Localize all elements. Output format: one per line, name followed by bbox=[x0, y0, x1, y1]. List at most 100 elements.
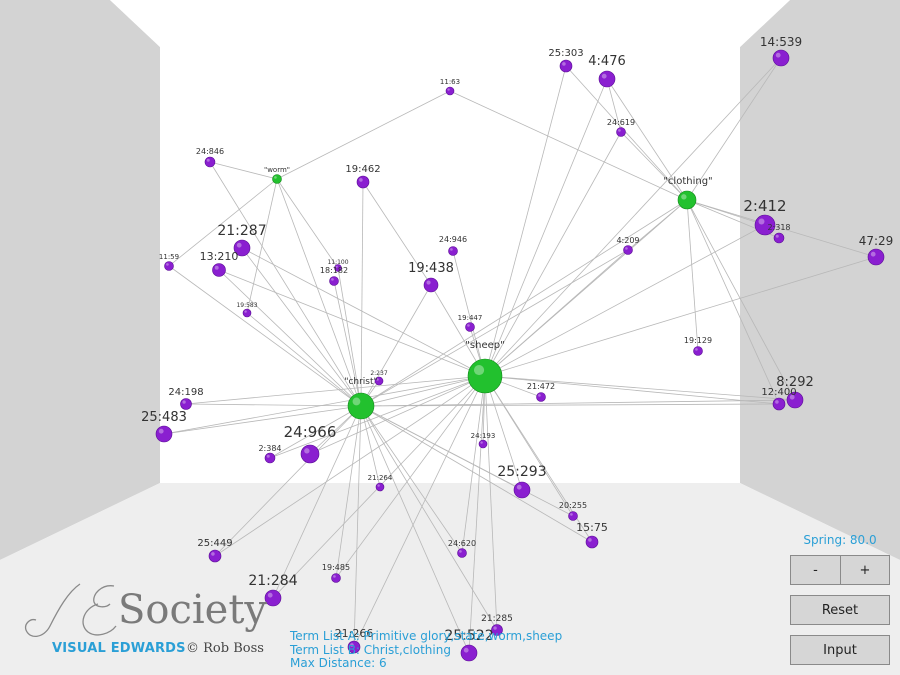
term-node-sphere[interactable] bbox=[164, 261, 174, 271]
term-node-sphere[interactable] bbox=[460, 644, 478, 662]
node-label: 20:255 bbox=[559, 501, 587, 510]
term-node-sphere[interactable] bbox=[331, 573, 341, 583]
term-node-sphere[interactable] bbox=[155, 425, 173, 443]
term-node-sphere[interactable] bbox=[204, 156, 216, 168]
term-node-sphere[interactable] bbox=[233, 239, 251, 257]
term-node[interactable]: 11:100 bbox=[327, 259, 349, 272]
term-node[interactable]: 2:318 bbox=[767, 223, 791, 244]
term-node[interactable]: 25:449 bbox=[197, 538, 233, 563]
concept-node[interactable]: "sheep" bbox=[465, 340, 505, 394]
term-node[interactable]: 21:285 bbox=[481, 614, 513, 636]
term-node[interactable]: 21:266 bbox=[335, 627, 374, 654]
term-node[interactable]: 4:476 bbox=[588, 54, 626, 88]
term-node[interactable]: 20:255 bbox=[559, 501, 587, 521]
term-node-sphere[interactable] bbox=[457, 548, 467, 558]
concept-node-sphere[interactable] bbox=[272, 174, 282, 184]
term-node-sphere[interactable] bbox=[212, 263, 226, 277]
term-node-sphere[interactable] bbox=[754, 214, 776, 236]
concept-node[interactable]: "christ" bbox=[344, 377, 378, 420]
term-node[interactable]: 25:303 bbox=[548, 48, 584, 73]
term-node[interactable]: 24:198 bbox=[168, 387, 204, 410]
term-node-sphere[interactable] bbox=[559, 59, 573, 73]
term-node[interactable]: 14:539 bbox=[760, 35, 802, 67]
term-node[interactable]: 19:129 bbox=[684, 336, 712, 356]
term-node-sphere[interactable] bbox=[568, 511, 578, 521]
term-node-sphere[interactable] bbox=[585, 535, 599, 549]
reset-button[interactable]: Reset bbox=[790, 595, 890, 625]
term-node[interactable]: 13:210 bbox=[200, 250, 239, 277]
term-node[interactable]: 2:237 bbox=[370, 370, 388, 386]
term-node[interactable]: 24:946 bbox=[439, 235, 467, 256]
concept-node-sphere[interactable] bbox=[467, 358, 503, 394]
term-node-sphere[interactable] bbox=[465, 322, 475, 332]
term-node-sphere[interactable] bbox=[300, 444, 320, 464]
term-node[interactable]: 19:583 bbox=[236, 302, 258, 318]
term-node-sphere[interactable] bbox=[334, 264, 342, 272]
term-node-sphere[interactable] bbox=[208, 549, 222, 563]
term-node[interactable]: 47:29 bbox=[859, 234, 894, 266]
term-node[interactable]: 21:472 bbox=[527, 382, 555, 402]
term-node-sphere[interactable] bbox=[772, 397, 786, 411]
term-node-sphere[interactable] bbox=[242, 308, 252, 318]
term-node[interactable]: 25:483 bbox=[141, 410, 187, 443]
term-node[interactable]: 24:193 bbox=[471, 432, 496, 449]
term-node-sphere[interactable] bbox=[356, 175, 370, 189]
term-node[interactable]: 8:292 bbox=[776, 375, 814, 409]
term-node-sphere[interactable] bbox=[616, 127, 626, 137]
term-node-sphere[interactable] bbox=[513, 481, 531, 499]
term-node[interactable]: 24:846 bbox=[196, 147, 224, 168]
term-node-sphere[interactable] bbox=[786, 391, 804, 409]
term-node[interactable]: 19:438 bbox=[408, 261, 454, 293]
term-node-sphere[interactable] bbox=[329, 276, 339, 286]
term-node-sphere[interactable] bbox=[264, 452, 276, 464]
term-node-sphere[interactable] bbox=[375, 482, 385, 492]
term-node[interactable]: 4:209 bbox=[616, 236, 640, 255]
term-node-sphere[interactable] bbox=[536, 392, 546, 402]
term-node[interactable]: 21:287 bbox=[217, 223, 267, 257]
concept-node-sphere[interactable] bbox=[347, 392, 375, 420]
graph-edge bbox=[452, 250, 486, 377]
term-node-sphere[interactable] bbox=[867, 248, 885, 266]
term-node-sphere[interactable] bbox=[491, 624, 503, 636]
term-node-sphere[interactable] bbox=[374, 376, 384, 386]
term-node-sphere[interactable] bbox=[347, 640, 361, 654]
term-node[interactable]: 19:462 bbox=[345, 164, 381, 189]
concept-node[interactable]: "worm" bbox=[264, 166, 290, 184]
term-node[interactable]: 19:485 bbox=[322, 563, 350, 583]
term-node[interactable]: 15:75 bbox=[576, 521, 608, 549]
input-button[interactable]: Input bbox=[790, 635, 890, 665]
node-label: 12:400 bbox=[761, 387, 796, 398]
term-node-sphere[interactable] bbox=[478, 439, 488, 449]
term-node-sphere[interactable] bbox=[773, 232, 785, 244]
node-label: 25:293 bbox=[497, 464, 546, 480]
term-node[interactable]: 25:522 bbox=[444, 628, 494, 662]
term-node[interactable]: 25:293 bbox=[497, 464, 547, 499]
term-node[interactable]: 21:284 bbox=[248, 573, 298, 607]
term-node[interactable]: 11:63 bbox=[440, 78, 460, 96]
concept-node-sphere[interactable] bbox=[677, 190, 697, 210]
term-node-sphere[interactable] bbox=[448, 246, 458, 256]
term-node[interactable]: 24:966 bbox=[284, 423, 337, 464]
node-highlight bbox=[570, 513, 573, 516]
spring-increase-button[interactable]: + bbox=[840, 555, 890, 585]
term-node-sphere[interactable] bbox=[598, 70, 616, 88]
term-node[interactable]: 24:619 bbox=[607, 118, 635, 137]
term-node-sphere[interactable] bbox=[445, 86, 455, 96]
concept-node[interactable]: "clothing" bbox=[663, 176, 713, 210]
term-node[interactable]: 19:447 bbox=[458, 314, 483, 332]
term-node-sphere[interactable] bbox=[180, 398, 192, 410]
term-node-sphere[interactable] bbox=[772, 49, 790, 67]
spring-decrease-button[interactable]: - bbox=[790, 555, 841, 585]
term-node-sphere[interactable] bbox=[693, 346, 703, 356]
term-node[interactable]: 24:620 bbox=[448, 539, 476, 558]
term-node[interactable]: 18:182 bbox=[320, 266, 348, 286]
term-node[interactable]: 2:412 bbox=[743, 197, 787, 236]
term-node[interactable]: 21:264 bbox=[368, 474, 393, 492]
term-node[interactable]: 2:384 bbox=[258, 444, 282, 464]
term-node[interactable]: 12:400 bbox=[761, 387, 797, 411]
term-node-sphere[interactable] bbox=[423, 277, 439, 293]
term-node-sphere[interactable] bbox=[264, 589, 282, 607]
term-node[interactable]: 11:59 bbox=[159, 253, 179, 271]
term-node-sphere[interactable] bbox=[623, 245, 633, 255]
